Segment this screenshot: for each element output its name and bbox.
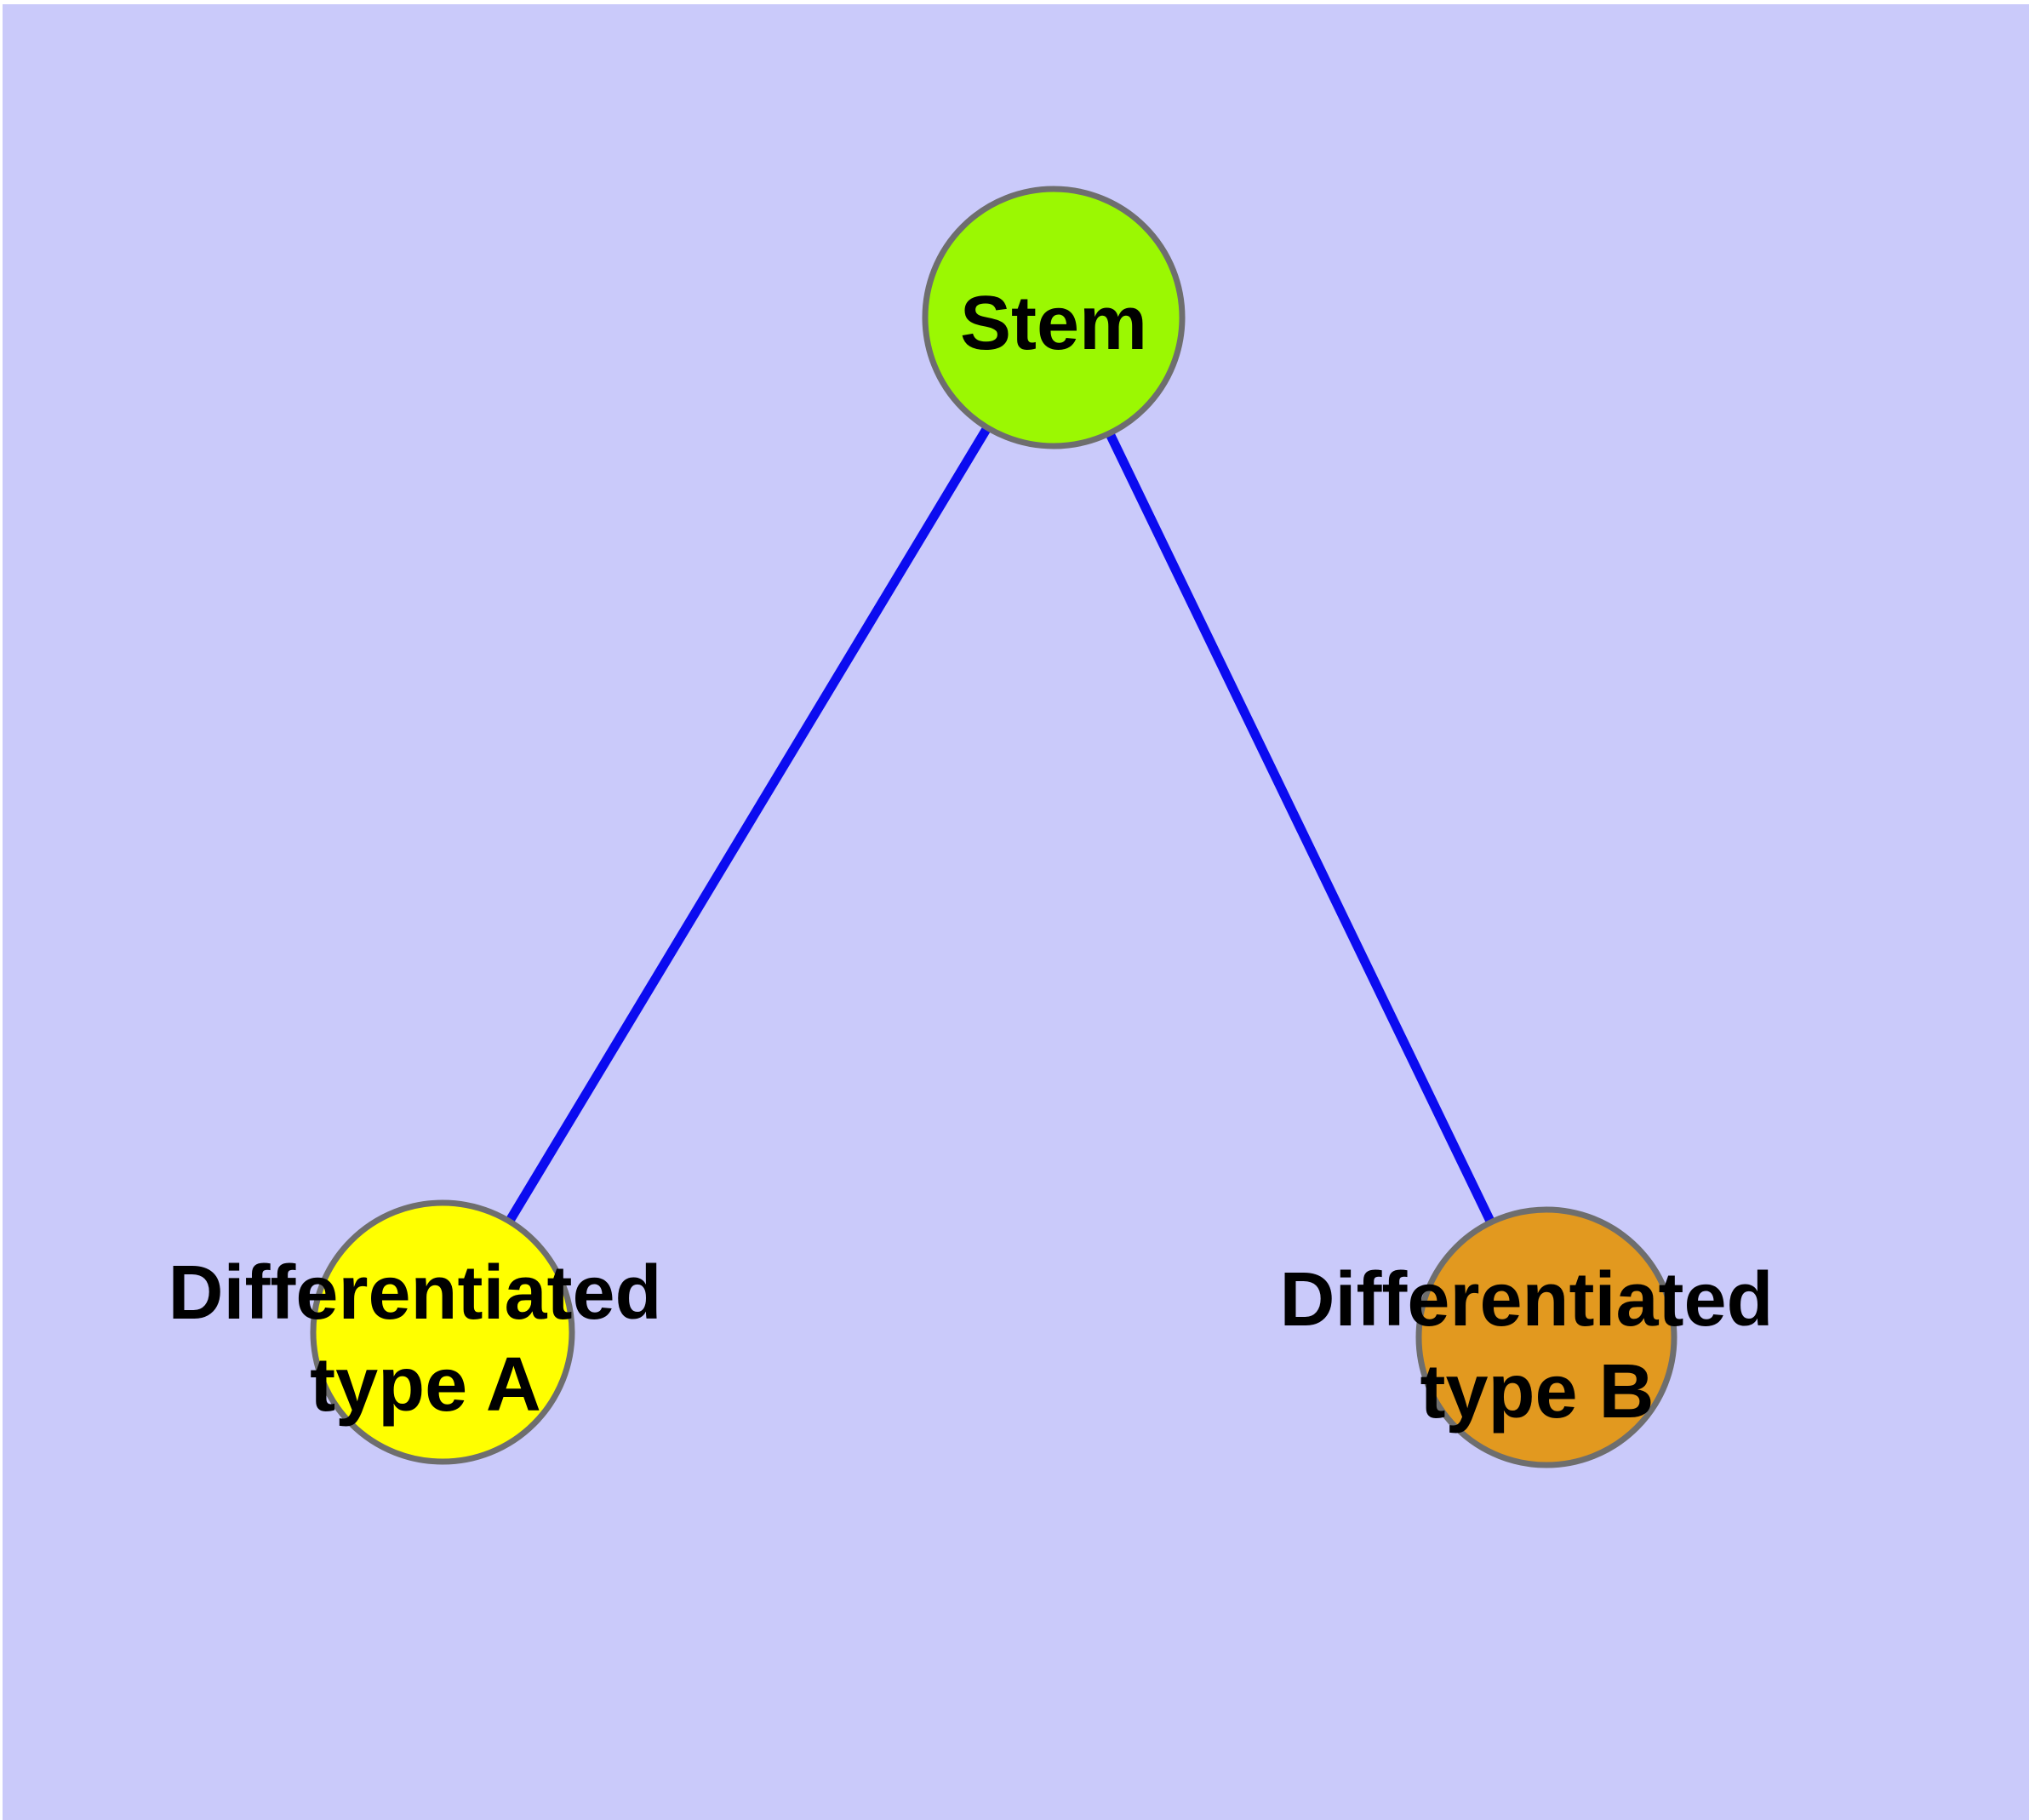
node-type-a-label: Differentiated type A (168, 1251, 683, 1428)
node-type-a-label-line1: Differentiated (168, 1251, 661, 1336)
node-type-a (310, 1199, 575, 1465)
node-stem (922, 186, 1186, 449)
node-type-a-label-line2: type A (310, 1342, 541, 1428)
node-stem-label: Stem (960, 281, 1147, 366)
edge-stem-to-type-a (438, 315, 1058, 1335)
node-type-b-label-line1: Differentiated (1279, 1257, 1773, 1342)
edge-stem-to-type-b (1049, 315, 1551, 1340)
node-type-b-label: Differentiated type B (1279, 1257, 1794, 1434)
node-type-b-label-line2: type B (1420, 1349, 1654, 1434)
node-type-b (1415, 1206, 1677, 1468)
